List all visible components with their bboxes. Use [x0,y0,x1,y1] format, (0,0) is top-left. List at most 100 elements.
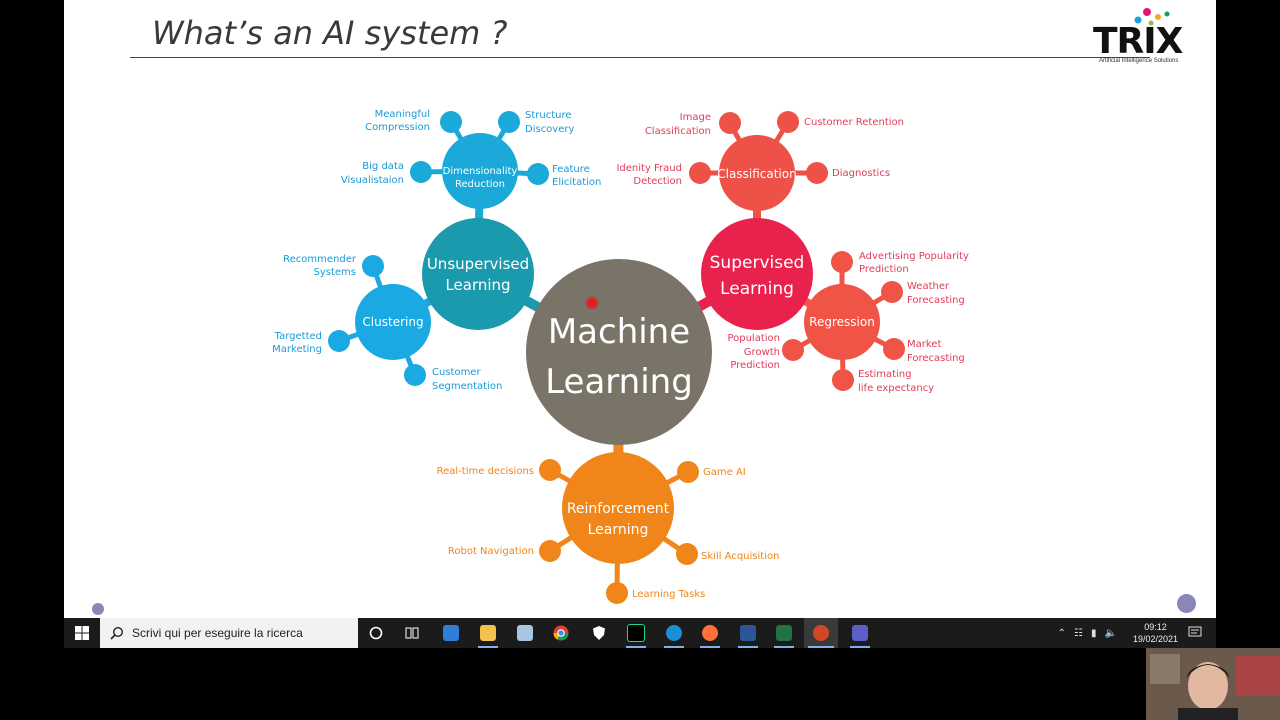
leaf-dot [883,338,905,360]
leaf-label: Structure [525,110,572,121]
slide: What’s an AI system ? TRIX Artificial In… [64,0,1216,618]
leaf-label: Robot Navigation [448,546,534,557]
taskbar-app-calendar[interactable] [438,618,464,648]
leaf-label: Systems [314,267,357,278]
leaf-label: Feature [552,164,590,175]
windows-taskbar: Scrivi qui per eseguire la ricerca [64,618,1216,648]
regression-node [804,284,880,360]
logo-wordmark: TRIX [1093,21,1183,62]
system-tray: ⌃ ☷ ▮ 🔈 09:12 19/02/2021 [1058,618,1178,648]
classification-label: Classification [717,167,796,181]
slide-title: What’s an AI system ? [152,14,508,52]
leaf-label: life expectancy [858,383,934,394]
notification-icon[interactable] [1188,625,1202,639]
unsupervised-label-line1: Unsupervised [427,255,529,273]
leaf-dot [539,540,561,562]
taskbar-app-excel[interactable] [770,618,798,648]
active-indicator [808,646,834,648]
taskbar-app-edge[interactable] [660,618,688,648]
active-indicator [664,646,684,648]
leaf-label: Game AI [703,467,746,478]
leaf-label: Growth [744,347,780,358]
taskbar-app-teams[interactable] [846,618,874,648]
active-indicator [478,646,498,648]
leaf-dot [440,111,462,133]
taskbar-app-notepad[interactable] [512,618,538,648]
webcam-overlay [1146,648,1280,720]
word-icon [740,625,756,641]
firefox-icon [702,625,718,641]
leaf-label: Prediction [859,264,909,275]
battery-icon[interactable]: ▮ [1090,627,1097,639]
leaf-dot [527,163,549,185]
dimensionality-label-line2: Reduction [455,179,505,190]
presenter-video-icon [1146,648,1280,720]
dimensionality-node [442,133,518,209]
leaf-label: Visualistaion [341,175,404,186]
chrome-icon [553,625,569,641]
leaf-label: Market [907,339,941,350]
taskbar-app-pycharm[interactable] [622,618,650,648]
machine-learning-node [526,259,712,445]
laser-pointer-dot [587,298,597,308]
taskbar-app-word[interactable] [734,618,762,648]
leaf-dot [832,369,854,391]
leaf-dot [806,162,828,184]
taskbar-app-explorer[interactable] [474,618,502,648]
active-indicator [626,646,646,648]
start-button[interactable] [64,618,100,648]
ml-mind-map: Machine Learning Unsupervised Learning S… [272,109,969,604]
clock-time: 09:12 [1144,622,1167,632]
leaf-label: Image [680,112,711,123]
leaf-label: Advertising Popularity [859,251,969,262]
active-indicator [738,646,758,648]
volume-icon[interactable]: 🔈 [1104,627,1117,639]
leaf-label: Forecasting [907,295,965,306]
cortana-circle-icon [369,626,383,640]
cortana-button[interactable] [364,618,388,648]
chevron-up-icon[interactable]: ⌃ [1057,627,1067,639]
leaf-label: Customer Retention [804,117,904,128]
leaf-dot [539,459,561,481]
task-view-button[interactable] [400,618,424,648]
reinforcement-label-line2: Learning [588,522,649,538]
pycharm-icon [627,624,645,642]
windows-logo-icon [75,626,89,640]
search-placeholder: Scrivi qui per eseguire la ricerca [132,626,303,640]
leaf-dot [404,364,426,386]
unsupervised-node [422,218,534,330]
classification-node [719,135,795,211]
taskbar-app-powerpoint[interactable] [804,618,838,648]
clustering-label: Clustering [362,315,423,329]
taskbar-search-box[interactable]: Scrivi qui per eseguire la ricerca [100,618,358,648]
taskbar-app-security[interactable] [586,618,612,648]
reinforcement-node [562,452,674,564]
leaf-dot [606,582,628,604]
leaf-label: Discovery [525,124,574,135]
calendar-icon [443,625,459,641]
task-view-icon [405,627,419,639]
taskbar-app-chrome[interactable] [548,618,574,648]
notepad-icon [517,625,533,641]
regression-label: Regression [809,315,875,329]
leaf-dot [782,339,804,361]
taskbar-app-firefox[interactable] [696,618,724,648]
network-icon[interactable]: ☷ [1074,627,1083,639]
logo-dots-icon [1134,8,1170,26]
leaf-label: Estimating [858,369,911,380]
leaf-dot [677,461,699,483]
leaf-label: Segmentation [432,381,502,392]
leaf-dot [498,111,520,133]
leaf-dot [831,251,853,273]
slide-nav-dot-right[interactable] [1177,594,1196,613]
clock-date: 19/02/2021 [1132,634,1178,644]
leaf-label: Diagnostics [832,168,890,179]
supervised-node [701,218,813,330]
leaf-dot [881,281,903,303]
leaf-dot [362,255,384,277]
slide-nav-dot-left[interactable] [92,603,104,615]
system-clock[interactable]: 09:12 19/02/2021 [1133,621,1178,645]
leaf-label: Learning Tasks [632,589,705,600]
leaf-label: Meaningful [375,109,430,120]
leaf-dot [676,543,698,565]
